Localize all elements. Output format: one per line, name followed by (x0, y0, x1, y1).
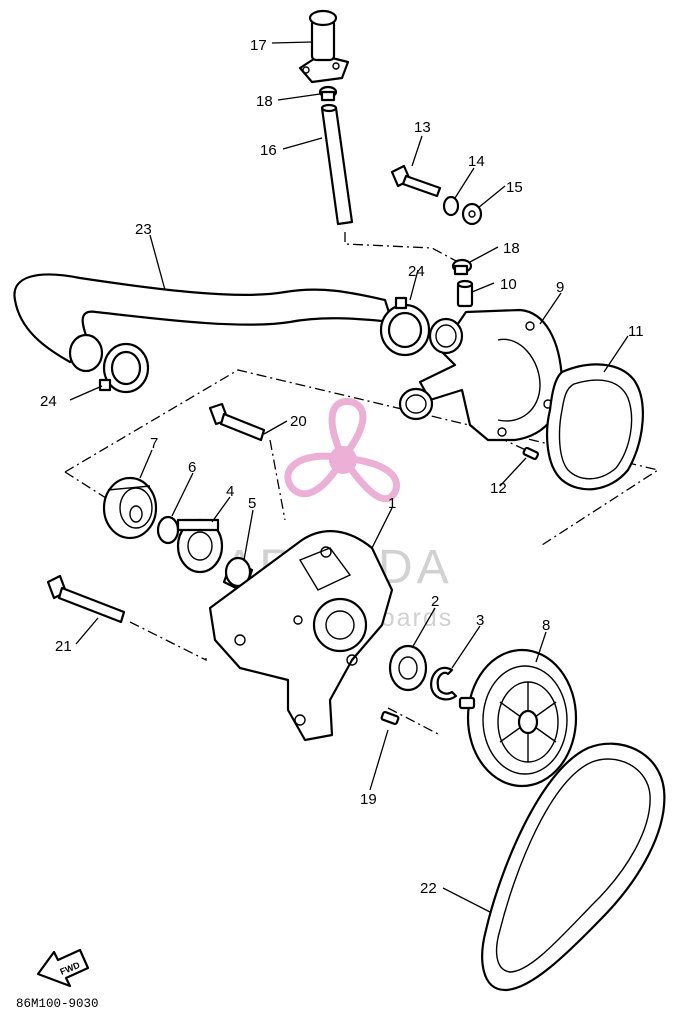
washer-part-6 (156, 515, 180, 545)
callout-24-upper: 24 (408, 263, 425, 280)
callout-18-lower: 18 (503, 240, 520, 257)
callout-17: 17 (250, 37, 267, 54)
pulley-part-8 (458, 648, 578, 788)
impeller-part-7 (102, 476, 158, 540)
callout-20: 20 (290, 413, 307, 430)
watermark-propeller-icon (284, 398, 400, 503)
clip-part-18-lower (451, 258, 473, 276)
gasket-part-11 (546, 363, 644, 491)
drawing-code: 86M100-9030 (16, 997, 99, 1011)
circlip-part-3 (430, 666, 458, 701)
hose-part-23 (13, 273, 394, 373)
callout-12: 12 (490, 480, 507, 497)
seal-part-4 (176, 518, 224, 574)
bolt-part-21 (46, 574, 126, 624)
callout-4: 4 (226, 483, 234, 500)
callout-19: 19 (360, 791, 377, 808)
callout-3: 3 (476, 612, 484, 629)
callout-labels: 17 18 16 13 14 15 18 10 9 24 23 11 24 20… (40, 37, 644, 897)
fitting-part-17 (298, 9, 350, 84)
callout-10: 10 (500, 276, 517, 293)
nipple-part-10 (456, 279, 474, 308)
callout-21: 21 (55, 638, 72, 655)
callout-2: 2 (431, 593, 439, 610)
callout-24-lower: 24 (40, 393, 57, 410)
callout-15: 15 (506, 179, 523, 196)
bolt-part-20 (208, 402, 266, 442)
callout-13: 13 (414, 119, 431, 136)
callout-8: 8 (542, 617, 550, 634)
clamp-part-24-left (98, 342, 150, 394)
callout-22: 22 (420, 880, 437, 897)
pin-part-19 (380, 710, 400, 726)
hose-part-16 (320, 103, 354, 226)
pin-part-12 (522, 446, 540, 461)
callout-14: 14 (468, 153, 485, 170)
callout-9: 9 (556, 279, 564, 296)
callout-18-upper: 18 (256, 93, 273, 110)
clip-part-18-upper (318, 85, 338, 102)
callout-7: 7 (150, 435, 158, 452)
bolt-part-13 (390, 164, 442, 198)
callout-11: 11 (628, 323, 644, 340)
leader-lines (69, 41, 629, 913)
washer-part-14 (442, 195, 460, 217)
callout-16: 16 (260, 142, 277, 159)
nut-part-15 (461, 202, 483, 226)
bearing-part-2 (388, 644, 428, 692)
watermark-hub (329, 446, 357, 474)
callout-5: 5 (248, 495, 256, 512)
callout-1: 1 (388, 495, 396, 512)
belt-part-22 (481, 742, 666, 992)
callout-6: 6 (188, 459, 196, 476)
callout-23: 23 (135, 221, 152, 238)
clamp-part-24-right (379, 296, 431, 357)
forward-direction-badge: FWD (36, 948, 90, 988)
